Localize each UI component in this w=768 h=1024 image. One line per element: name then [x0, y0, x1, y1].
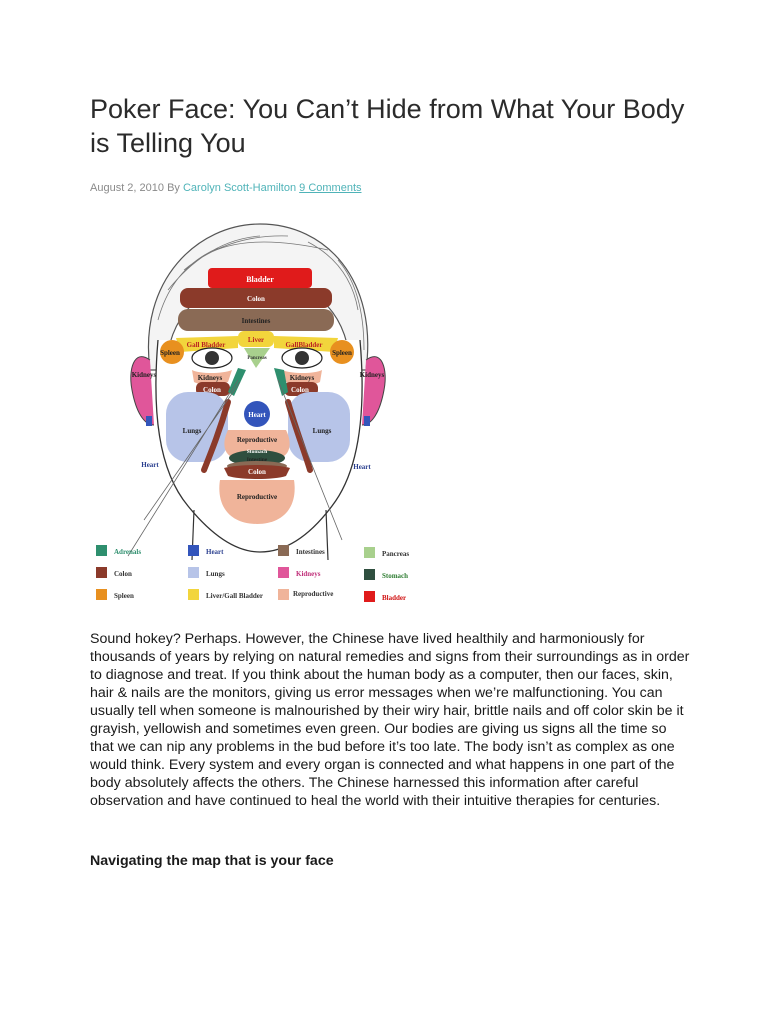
label-colon-right: Colon: [291, 386, 309, 394]
legend-label-intestines: Intestines: [296, 548, 325, 556]
label-pancreas: Pancreas: [247, 356, 266, 361]
legend-swatch-lungs: [188, 567, 199, 578]
legend-swatch-adrenals: [96, 545, 107, 556]
legend-swatch-heart: [188, 545, 199, 556]
zone-gall-bladder-right: [274, 336, 338, 352]
hair-strands: [157, 235, 365, 351]
comments-link[interactable]: 9 Comments: [299, 182, 362, 194]
right-ear: [361, 356, 386, 426]
label-intestine-small: Intestine: [247, 457, 268, 463]
face-map-svg: Bladder Colon Intestines Liver Gall Blad…: [96, 223, 409, 602]
legend-swatch-bladder: [364, 591, 375, 602]
zone-kidneys-under-left: [192, 370, 232, 385]
right-ear-heart: [364, 416, 370, 426]
label-stomach: Stomach: [247, 449, 267, 455]
left-iris: [205, 351, 219, 365]
label-colon-left: Colon: [203, 386, 221, 394]
left-ear: [130, 356, 155, 426]
legend: Adrenals Heart Intestines Pancreas Colon…: [96, 545, 409, 602]
article-title: Poker Face: You Can’t Hide from What You…: [90, 94, 685, 158]
label-heart-left: Heart: [141, 461, 159, 469]
legend-swatch-colon: [96, 567, 107, 578]
label-gall-bladder-left: Gall Bladder: [187, 341, 226, 349]
label-intestines: Intestines: [242, 317, 271, 325]
label-liver: Liver: [248, 336, 264, 344]
legend-label-kidneys: Kidneys: [296, 570, 321, 578]
label-reproductive-upper: Reproductive: [237, 436, 277, 444]
zone-kidneys-under-right: [282, 370, 322, 385]
label-spleen-right: Spleen: [332, 349, 352, 357]
article-meta: August 2, 2010 By Carolyn Scott-Hamilton…: [90, 182, 362, 194]
zone-liver: [238, 331, 274, 347]
zone-bladder: [208, 268, 312, 288]
zone-colon-forehead: [180, 288, 332, 308]
legend-label-reproductive: Reproductive: [293, 590, 333, 598]
face-map-diagram: Bladder Colon Intestines Liver Gall Blad…: [88, 220, 424, 612]
label-kidneys-inner-right: Kidneys: [290, 374, 315, 382]
label-heart-right: Heart: [353, 463, 371, 471]
legend-swatch-spleen: [96, 589, 107, 600]
legend-label-heart: Heart: [206, 548, 224, 556]
zone-heart-nose: [244, 401, 270, 427]
legend-label-liver-gall-bladder: Liver/Gall Bladder: [206, 592, 263, 600]
legend-label-adrenals: Adrenals: [114, 548, 141, 556]
post-date: August 2, 2010: [90, 182, 165, 194]
label-lungs-right: Lungs: [313, 427, 332, 435]
zone-reproductive-upper: [224, 430, 290, 456]
legend-swatch-stomach: [364, 569, 375, 580]
zone-adrenals-right: [274, 368, 288, 396]
legend-label-pancreas: Pancreas: [382, 550, 409, 558]
label-kidneys-inner-left: Kidneys: [198, 374, 223, 382]
legend-label-lungs: Lungs: [206, 570, 225, 578]
label-lungs-left: Lungs: [183, 427, 202, 435]
label-colon-chin: Colon: [248, 468, 266, 476]
legend-label-spleen: Spleen: [114, 592, 134, 600]
legend-swatch-intestines: [278, 545, 289, 556]
legend-label-bladder: Bladder: [382, 594, 406, 602]
right-iris: [295, 351, 309, 365]
zone-spleen-left: [160, 340, 184, 364]
zone-pancreas: [244, 348, 270, 368]
legend-swatch-reproductive: [278, 589, 289, 600]
label-bladder: Bladder: [246, 275, 274, 284]
left-ear-heart: [146, 416, 152, 426]
pointer-lines: [127, 379, 343, 557]
zone-gall-bladder-left: [176, 336, 238, 352]
label-heart-nose: Heart: [248, 411, 266, 419]
legend-swatch-kidneys: [278, 567, 289, 578]
section-subheading: Navigating the map that is your face: [90, 853, 334, 869]
zone-reproductive-chin: [219, 480, 295, 524]
zone-spleen-right: [330, 340, 354, 364]
label-kidneys-left: Kidneys: [132, 371, 157, 379]
by-label: By: [167, 182, 180, 194]
legend-label-stomach: Stomach: [382, 572, 408, 580]
author-link[interactable]: Carolyn Scott-Hamilton: [182, 182, 297, 194]
label-kidneys-right: Kidneys: [360, 371, 385, 379]
legend-swatch-pancreas: [364, 547, 375, 558]
label-spleen-left: Spleen: [160, 349, 180, 357]
zone-colon-cheek-left: [201, 399, 231, 473]
label-gall-bladder-right: GallBladder: [286, 341, 323, 349]
zone-colon-chin: [224, 465, 290, 479]
label-reproductive-chin: Reproductive: [237, 493, 277, 501]
zone-intestines: [178, 309, 334, 331]
legend-swatch-liver-gall-bladder: [188, 589, 199, 600]
label-colon-forehead: Colon: [247, 295, 265, 303]
legend-label-colon: Colon: [114, 570, 132, 578]
article-paragraph: Sound hokey? Perhaps. However, the Chine…: [90, 631, 690, 809]
